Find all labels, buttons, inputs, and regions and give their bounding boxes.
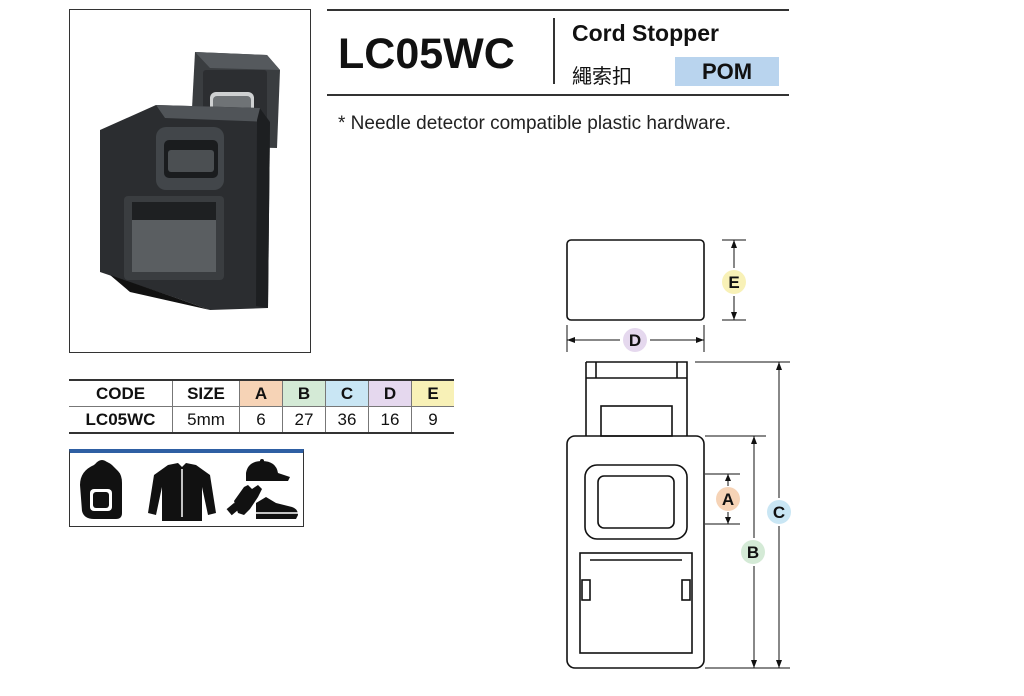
- dim-b-label: B: [747, 543, 759, 562]
- cell-a: 6: [239, 406, 283, 434]
- col-size: SIZE: [172, 379, 240, 407]
- dim-c-badge: [767, 500, 791, 524]
- product-name: Cord Stopper: [572, 20, 719, 46]
- dim-b: [705, 435, 790, 669]
- dim-d-label: D: [629, 331, 641, 350]
- spec-row: LC05WC 5mm 6 27 36 16 9: [69, 406, 454, 434]
- top-view-outline: [566, 239, 705, 321]
- spec-table: CODE SIZE A B C D E LC05WC 5mm 6 27 36 1…: [69, 379, 454, 434]
- applications-panel: [69, 449, 304, 527]
- col-d: D: [368, 379, 412, 407]
- col-e: E: [411, 379, 454, 407]
- dim-e-label: E: [728, 273, 739, 292]
- front-view: [566, 361, 705, 669]
- product-note: * Needle detector compatible plastic har…: [338, 113, 731, 134]
- dim-a-label: A: [722, 490, 734, 509]
- header-divider: [553, 18, 555, 84]
- dim-a: [705, 473, 740, 525]
- cell-d: 16: [368, 406, 412, 434]
- dim-b-badge: [741, 540, 765, 564]
- dim-a-badge: [716, 487, 740, 511]
- cell-size: 5mm: [172, 406, 240, 434]
- product-photo: [69, 9, 311, 353]
- dim-d-badge: [623, 328, 647, 352]
- glove-icon: [226, 485, 262, 516]
- dim-c-label: C: [773, 503, 785, 522]
- dim-c: [695, 361, 790, 668]
- header-rule-top: [327, 9, 789, 11]
- dim-e: [722, 239, 746, 321]
- product-code: LC05WC: [338, 30, 515, 78]
- dim-d: [566, 325, 705, 352]
- col-b: B: [282, 379, 326, 407]
- cell-b: 27: [282, 406, 326, 434]
- shoe-icon: [256, 497, 298, 519]
- col-code: CODE: [69, 379, 173, 407]
- cell-c: 36: [325, 406, 369, 434]
- col-a: A: [239, 379, 283, 407]
- cap-icon: [246, 459, 290, 481]
- cell-e: 9: [411, 406, 454, 434]
- dim-e-badge: [722, 270, 746, 294]
- material-badge: POM: [675, 57, 779, 86]
- product-name-cn: 繩索扣: [572, 66, 632, 88]
- jacket-icon: [148, 463, 216, 521]
- spec-header-row: CODE SIZE A B C D E: [69, 379, 454, 407]
- col-c: C: [325, 379, 369, 407]
- backpack-icon: [80, 460, 122, 519]
- header-rule-bottom: [327, 94, 789, 96]
- cell-code: LC05WC: [69, 406, 173, 434]
